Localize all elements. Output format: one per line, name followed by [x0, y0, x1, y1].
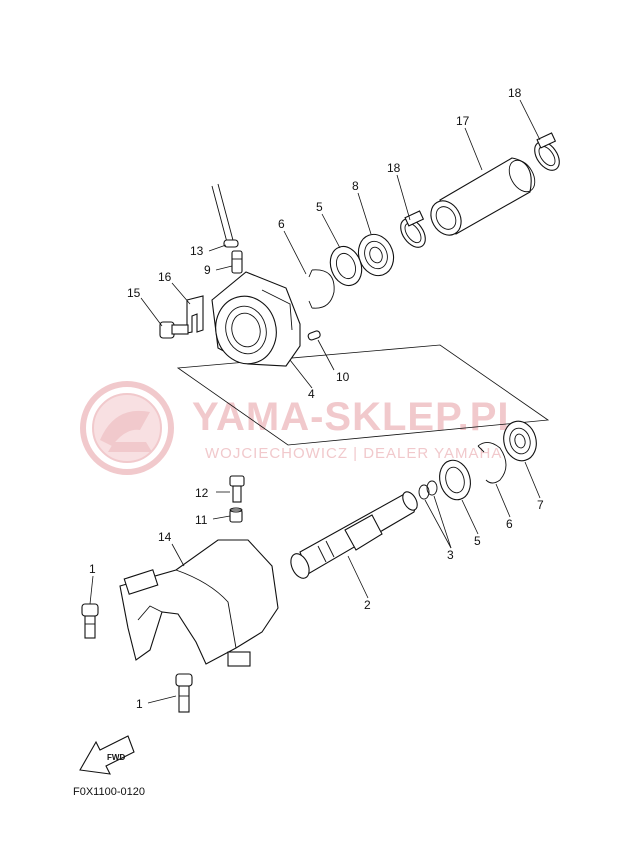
hose-17 [430, 157, 536, 236]
fwd-arrow-icon: FWD [79, 735, 135, 775]
shaft-2 [290, 491, 418, 579]
callout-4: 4 [308, 387, 315, 401]
oil-seal-5-lower [439, 459, 471, 501]
dowel-1-left [81, 603, 99, 639]
watermark-title: YAMA-SKLEP.PL [192, 395, 523, 439]
o-rings-3 [418, 480, 438, 500]
leader-lines [89, 99, 541, 704]
fitting-9 [231, 250, 243, 274]
callout-5-upper: 5 [316, 200, 323, 214]
bolt-12 [229, 475, 245, 503]
callout-6-lower: 6 [506, 517, 513, 531]
upper-assembly-outline [176, 344, 550, 446]
callout-5-lower: 5 [474, 534, 481, 548]
fwd-label: FWD [107, 753, 125, 762]
watermark: YAMA-SKLEP.PL WOJCIECHOWICZ | DEALER YAM… [80, 381, 523, 475]
callouts: 18 17 18 8 5 6 13 9 16 15 10 4 7 6 5 3 2… [89, 86, 544, 711]
callout-16: 16 [158, 270, 172, 284]
callout-11: 11 [195, 513, 208, 527]
callout-12: 12 [195, 486, 209, 500]
housing-4 [211, 271, 301, 367]
circlip-6-upper [308, 269, 335, 309]
callout-18-upper: 18 [508, 86, 522, 100]
bracket-16 [186, 295, 204, 334]
watermark-subtitle: WOJCIECHOWICZ | DEALER YAMAHA [205, 445, 502, 462]
callout-15: 15 [127, 286, 141, 300]
circlip-6-lower [477, 442, 507, 484]
bolt-15 [159, 321, 189, 339]
callout-14: 14 [158, 530, 172, 544]
collar-11 [229, 507, 243, 523]
dowel-1-right [175, 673, 193, 713]
callout-10: 10 [336, 370, 350, 384]
clip-13 [223, 239, 239, 248]
bracket-14 [119, 539, 279, 667]
callout-9: 9 [204, 263, 211, 277]
callout-6-upper: 6 [278, 217, 285, 231]
pin-10 [307, 330, 321, 341]
callout-8: 8 [352, 179, 359, 193]
hose-clamp-18-lower [400, 210, 426, 248]
bearing-8 [357, 233, 395, 277]
callout-1-upper: 1 [89, 562, 96, 576]
callout-1-lower: 1 [136, 697, 143, 711]
callout-7: 7 [537, 498, 544, 512]
watermark-logo-icon [80, 381, 174, 475]
bearing-7 [503, 420, 537, 462]
cable-top [211, 183, 235, 247]
callout-17: 17 [456, 114, 470, 128]
figure-code: F0X1100-0120 [73, 786, 145, 798]
callout-13: 13 [190, 244, 204, 258]
hose-clamp-18-upper [534, 132, 560, 171]
callout-2: 2 [364, 598, 371, 612]
callout-18-lower: 18 [387, 161, 401, 175]
callout-3: 3 [447, 548, 454, 562]
